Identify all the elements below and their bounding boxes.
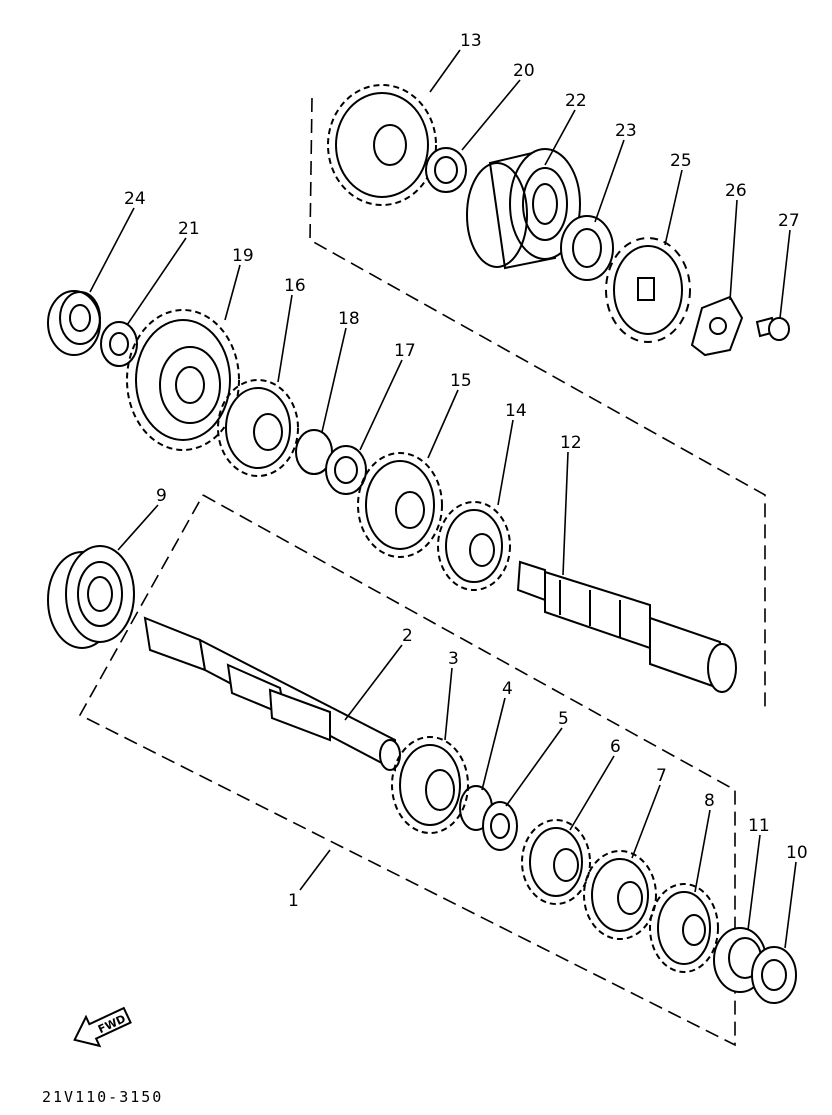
callout-16: 16 (284, 276, 306, 296)
washer-21 (100, 321, 138, 367)
gear-7 (583, 850, 657, 940)
callout-10: 10 (786, 843, 808, 863)
gear-19 (126, 309, 240, 451)
callout-5: 5 (558, 709, 569, 729)
callout-15: 15 (450, 371, 472, 391)
callout-12: 12 (560, 433, 582, 453)
gear-3 (391, 736, 469, 834)
callout-22: 22 (565, 91, 587, 111)
gear-8 (649, 883, 719, 973)
callout-6: 6 (610, 737, 621, 757)
callout-20: 20 (513, 61, 535, 81)
oil-seal-23 (560, 215, 614, 281)
callout-2: 2 (402, 626, 413, 646)
bearing-24 (47, 290, 101, 356)
callout-26: 26 (725, 181, 747, 201)
bolt-27 (755, 316, 790, 341)
callout-27: 27 (778, 211, 800, 231)
gear-6 (521, 819, 591, 905)
washer-17 (325, 445, 367, 495)
drive-axle-group-outline (309, 97, 766, 712)
callout-1: 1 (288, 891, 299, 911)
callout-14: 14 (505, 401, 527, 421)
callout-17: 17 (394, 341, 416, 361)
gear-14 (437, 501, 511, 591)
gear-15 (357, 452, 443, 558)
callout-24: 24 (124, 189, 146, 209)
oil-seal-10 (751, 946, 797, 1004)
part-code: 21V110-3150 (42, 1088, 163, 1106)
callout-8: 8 (704, 791, 715, 811)
callout-4: 4 (502, 679, 513, 699)
callout-19: 19 (232, 246, 254, 266)
callout-21: 21 (178, 219, 200, 239)
washer-5 (482, 801, 518, 851)
callout-3: 3 (448, 649, 459, 669)
drive-axle-12 (516, 560, 737, 693)
callout-13: 13 (460, 31, 482, 51)
callout-18: 18 (338, 309, 360, 329)
sprocket-25 (605, 237, 691, 343)
bearing-9 (47, 545, 135, 649)
callout-25: 25 (670, 151, 692, 171)
bearing-22 (466, 148, 581, 270)
callout-11: 11 (748, 816, 770, 836)
callout-7: 7 (656, 766, 667, 786)
gear-16 (217, 379, 299, 477)
main-axle-2 (143, 616, 401, 772)
callout-9: 9 (156, 486, 167, 506)
callout-23: 23 (615, 121, 637, 141)
callout-labels: 13 20 22 23 25 26 27 24 21 19 16 18 17 1… (124, 31, 808, 911)
lock-washer-26 (690, 295, 744, 357)
gear-13 (327, 84, 437, 206)
main-axle-group-outline (78, 494, 736, 1047)
washer-20 (425, 147, 467, 193)
forward-arrow-icon: FWD (73, 1006, 132, 1048)
leader-lines (89, 49, 797, 949)
